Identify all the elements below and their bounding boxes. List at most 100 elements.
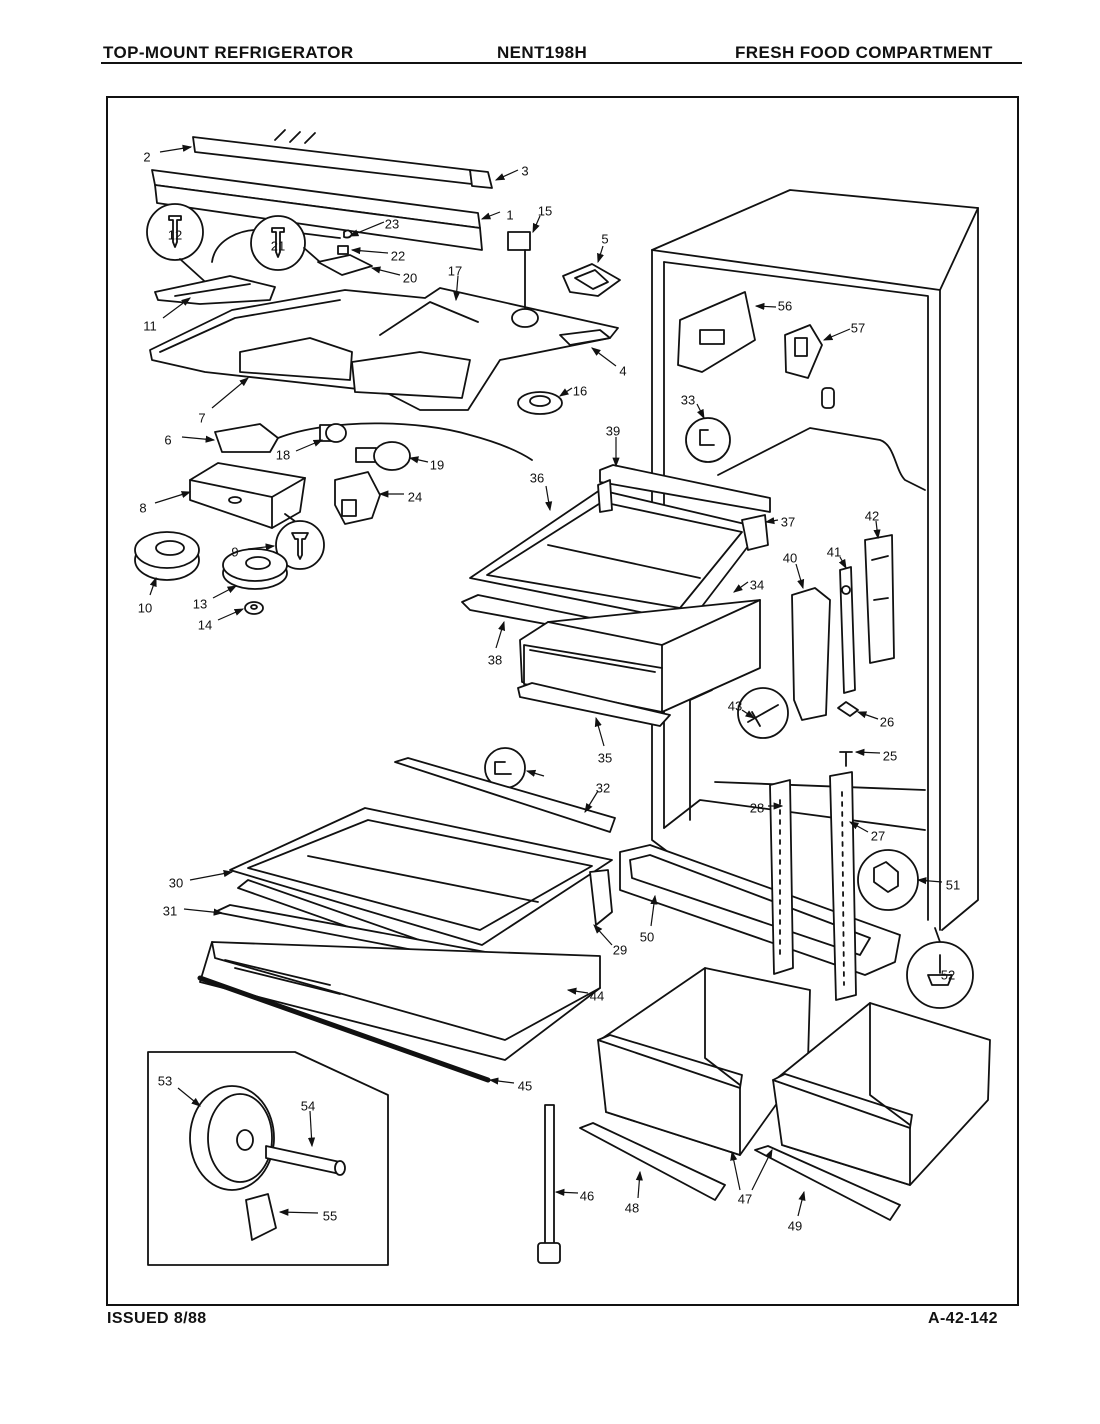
- leader-line: [217, 608, 245, 621]
- part-41-drawing: [839, 566, 856, 694]
- part-28-drawing: [769, 779, 794, 975]
- callout-label-51: 51: [946, 877, 960, 892]
- callout-label-3: 3: [521, 163, 528, 178]
- leader-line: [149, 576, 157, 596]
- header-rule: [101, 62, 1022, 64]
- leader-line: [856, 711, 879, 720]
- callout-label-16: 16: [573, 383, 587, 398]
- callout-label-54: 54: [301, 1098, 315, 1113]
- leader-line: [854, 748, 881, 756]
- leader-line: [566, 987, 589, 995]
- callout-label-42: 42: [865, 508, 879, 523]
- callout-label-53: 53: [158, 1073, 172, 1088]
- part-23-drawing: [343, 229, 353, 239]
- callout-label-23: 23: [385, 216, 399, 231]
- callout-label-43: 43: [728, 698, 742, 713]
- leader-line: [278, 1208, 319, 1216]
- callout-label-57: 57: [851, 320, 865, 335]
- leader-line: [764, 517, 779, 525]
- detail-circle-43: [737, 687, 789, 739]
- part-2-drawing: [192, 129, 473, 185]
- callout-label-22: 22: [391, 248, 405, 263]
- part-18-drawing: [319, 423, 347, 443]
- callout-label-5: 5: [601, 231, 608, 246]
- model-number: NENT198H: [497, 43, 588, 62]
- part-35-drawing: [517, 682, 671, 727]
- part-24-drawing: [334, 471, 381, 525]
- part-19-drawing: [355, 441, 411, 471]
- part-14-drawing: [244, 601, 264, 615]
- callout-label-55: 55: [323, 1208, 337, 1223]
- leader-line: [545, 485, 553, 512]
- leader-line: [295, 439, 324, 452]
- callout-label-44: 44: [590, 988, 604, 1003]
- leader-line: [650, 894, 658, 927]
- callout-label-38: 38: [488, 652, 502, 667]
- leader-line: [795, 563, 805, 590]
- leader-line: [494, 169, 519, 181]
- part-1-drawing: [151, 169, 483, 251]
- part-17-drawing: [379, 301, 479, 336]
- part-29-drawing: [589, 869, 613, 926]
- leader-line: [183, 908, 224, 916]
- part-47-right-crisper-drawing: [772, 1002, 991, 1186]
- part-56-drawing: [677, 291, 756, 373]
- callout-label-35: 35: [598, 750, 612, 765]
- part-40-drawing: [791, 587, 831, 721]
- leader-line: [181, 435, 216, 443]
- callout-labels: 1234567891011121314151617181920212223242…: [138, 149, 960, 1233]
- leader-line: [751, 1148, 773, 1191]
- callout-label-28: 28: [750, 800, 764, 815]
- leader-line: [350, 247, 389, 255]
- diagram-frame: [106, 96, 1019, 1306]
- detail-circle-12: [146, 203, 213, 289]
- leader-line: [635, 1170, 643, 1199]
- part-46-drawing: [537, 1104, 561, 1264]
- part-8-drawing: [189, 462, 306, 529]
- part-16-drawing: [517, 391, 563, 415]
- part-5-drawing: [562, 263, 621, 297]
- leader-line: [559, 387, 573, 397]
- leader-line: [554, 1188, 579, 1196]
- leader-line: [247, 543, 276, 551]
- callout-label-41: 41: [827, 544, 841, 559]
- callout-label-39: 39: [606, 423, 620, 438]
- callout-label-17: 17: [448, 263, 462, 278]
- callout-label-13: 13: [193, 596, 207, 611]
- leader-line: [177, 1087, 201, 1107]
- part-25-drawing: [839, 751, 853, 767]
- callout-label-24: 24: [408, 489, 422, 504]
- part-32-drawing: [394, 757, 616, 833]
- leader-line: [488, 1077, 515, 1085]
- part-55-drawing: [245, 1193, 277, 1241]
- part-42-drawing: [864, 534, 895, 664]
- cabinet-drawing: [651, 189, 979, 931]
- part-36-drawing: [469, 479, 763, 623]
- leader-line: [838, 556, 847, 570]
- part-26-drawing: [837, 701, 859, 717]
- callout-label-7: 7: [198, 410, 205, 425]
- detail-circle-52: [906, 927, 974, 1009]
- leader-line: [797, 1190, 806, 1217]
- callout-label-26: 26: [880, 714, 894, 729]
- callout-label-45: 45: [518, 1078, 532, 1093]
- leader-line: [696, 403, 705, 420]
- leader-line: [480, 211, 501, 220]
- callout-label-46: 46: [580, 1188, 594, 1203]
- callout-label-40: 40: [783, 550, 797, 565]
- part-4-drawing: [149, 287, 619, 411]
- issue-date: ISSUED 8/88: [107, 1310, 207, 1327]
- callout-label-47: 47: [738, 1191, 752, 1206]
- callout-label-48: 48: [625, 1200, 639, 1215]
- leader-line: [525, 769, 545, 777]
- part-13-drawing: [222, 548, 288, 590]
- part-3-drawing: [469, 169, 493, 189]
- part-34-drawing: [519, 599, 761, 713]
- leader-line: [741, 709, 755, 719]
- leader-line: [212, 585, 238, 599]
- callout-label-6: 6: [164, 432, 171, 447]
- callout-label-15: 15: [538, 203, 552, 218]
- part-39-drawing: [599, 464, 771, 513]
- leader-line: [733, 581, 749, 593]
